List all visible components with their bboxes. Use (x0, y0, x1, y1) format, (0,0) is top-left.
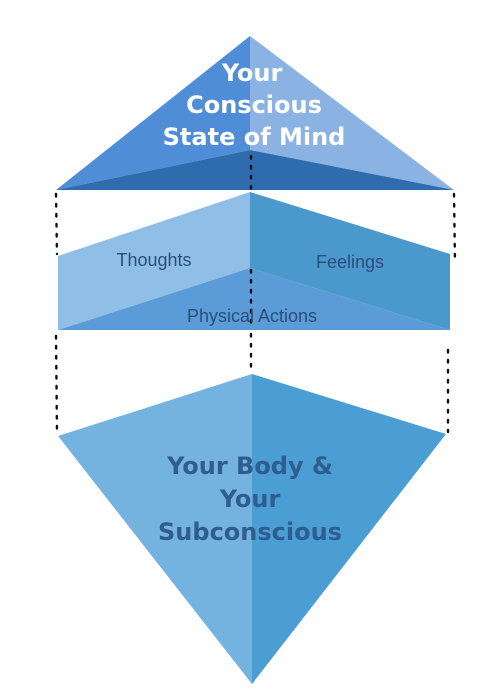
bottom-pyramid-left-face (58, 374, 252, 684)
connector-left-lower (54, 334, 59, 436)
connector-right-upper (452, 192, 457, 264)
dotted-connectors (54, 154, 457, 436)
physical-actions-label: Physical Actions (187, 306, 317, 326)
top-pyramid-left-face (56, 36, 250, 190)
bottom-title-line-1: Your Body & (166, 452, 333, 480)
bottom-pyramid (58, 374, 446, 684)
middle-bottom-face (58, 268, 450, 330)
thoughts-label: Thoughts (116, 250, 191, 270)
top-title-line-2: Conscious (186, 91, 322, 119)
middle-prism (58, 192, 450, 330)
middle-right-face (250, 192, 450, 330)
connector-left-upper (54, 192, 59, 256)
bottom-title: Your Body & Your Subconscious (158, 452, 342, 546)
bottom-pyramid-right-face (252, 374, 446, 684)
top-title-line-3: State of Mind (163, 123, 346, 151)
bottom-title-line-2: Your (219, 485, 281, 513)
feelings-label: Feelings (316, 252, 384, 272)
top-title: Your Conscious State of Mind (163, 59, 346, 151)
top-title-line-1: Your (221, 59, 283, 87)
middle-left-face (58, 192, 250, 330)
bottom-title-line-3: Subconscious (158, 518, 342, 546)
top-pyramid-base-face (56, 150, 454, 190)
top-pyramid (56, 36, 454, 190)
top-pyramid-right-face (250, 36, 454, 190)
